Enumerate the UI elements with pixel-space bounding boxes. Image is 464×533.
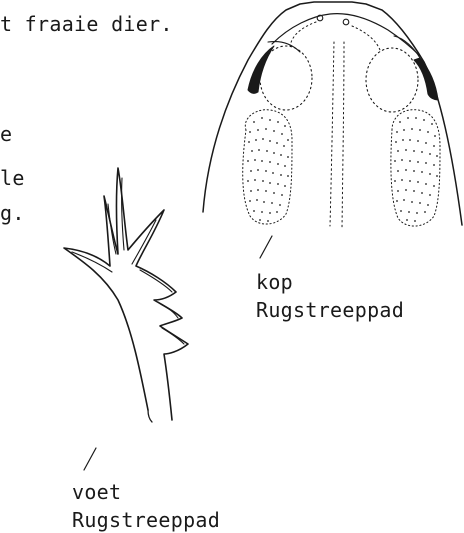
- foot-label-voet: voet: [72, 482, 121, 502]
- head-gland-stipple-right: [394, 117, 438, 222]
- toad-foot-drawing: [64, 168, 188, 470]
- foot-label-species: Rugstreeppad: [72, 510, 220, 530]
- head-label-kop: kop: [256, 272, 293, 292]
- toad-head-drawing: [203, 2, 462, 258]
- head-label-species: Rugstreeppad: [256, 300, 404, 320]
- head-gland-stipple-left: [247, 117, 289, 222]
